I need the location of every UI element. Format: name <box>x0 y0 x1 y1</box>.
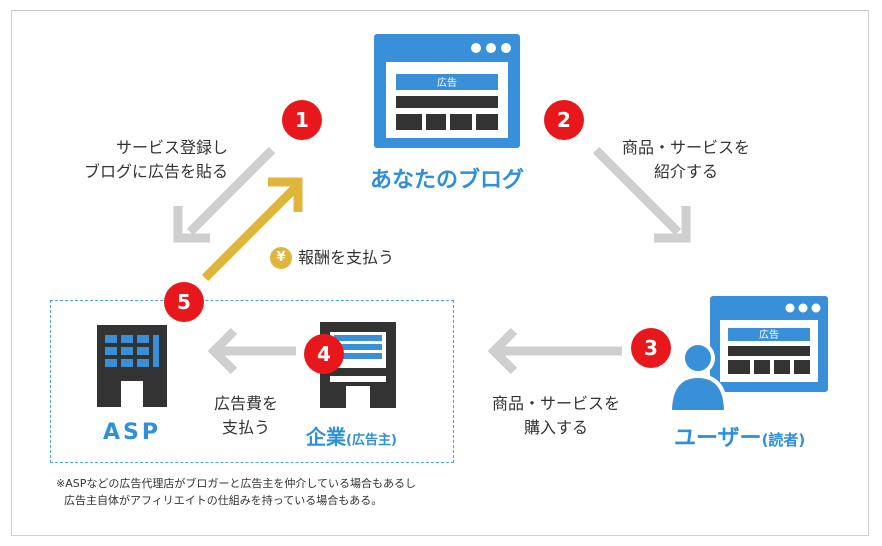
step-4-line-1: 広告費を <box>213 394 278 413</box>
step-1-line-1: サービス登録し <box>115 138 228 157</box>
footnote: ※ASPなどの広告代理店がブロガーと広告主を仲介している場合もあるし 広告主自体… <box>56 475 416 509</box>
blog-window-icon: 広告 <box>374 34 520 148</box>
arrow-company-to-asp <box>207 327 296 375</box>
company-title: 企業(広告主) <box>306 421 397 450</box>
step-1-badge: 1 <box>282 100 322 140</box>
footnote-line-1: ※ASPなどの広告代理店がブロガーと広告主を仲介している場合もあるし <box>56 477 417 490</box>
arrow-asp-to-blog <box>201 177 303 282</box>
step-5-badge: 5 <box>164 282 204 322</box>
step-2-text: 商品・サービスを 紹介する <box>600 136 772 184</box>
step-4-line-2: 支払う <box>221 418 270 437</box>
step-3-line-2: 購入する <box>523 418 588 437</box>
step-1-text: サービス登録し ブログに広告を貼る <box>56 136 228 184</box>
asp-title: ASP <box>103 420 161 445</box>
reader-ad-label: 広告 <box>759 328 779 341</box>
reader-title: ユーザー(読者) <box>674 420 805 452</box>
asp-company-group <box>50 300 454 463</box>
footnote-line-2: 広告主自体がアフィリエイトの仕組みを持っている場合もある。 <box>64 494 383 507</box>
step-3-line-1: 商品・サービスを <box>491 394 620 413</box>
reader-icon: 広告 <box>667 296 828 414</box>
reader-title-sub: (読者) <box>761 431 806 449</box>
arrow-reader-to-company <box>487 327 622 375</box>
blog-title: あなたのブログ <box>369 168 524 193</box>
step-1-line-2: ブログに広告を貼る <box>83 162 228 181</box>
step-4-text: 広告費を 支払う <box>196 392 296 440</box>
step-5-text: 報酬を支払う <box>298 248 395 267</box>
step-3-badge: 3 <box>631 328 671 368</box>
step-4-badge: 4 <box>304 334 344 374</box>
reader-title-main: ユーザー <box>674 426 762 451</box>
arrow-blog-to-asp <box>173 146 276 243</box>
step-2-line-1: 商品・サービスを <box>621 138 750 157</box>
blog-ad-label: 広告 <box>437 76 457 89</box>
yen-icon: ¥ <box>270 247 292 269</box>
arrow-blog-to-reader <box>592 146 691 243</box>
company-title-main: 企業 <box>306 425 346 449</box>
asp-building-icon <box>97 325 167 407</box>
step-2-badge: 2 <box>544 100 584 140</box>
company-title-sub: (広告主) <box>346 433 397 448</box>
step-2-line-2: 紹介する <box>653 162 718 181</box>
step-3-text: 商品・サービスを 購入する <box>470 392 642 440</box>
